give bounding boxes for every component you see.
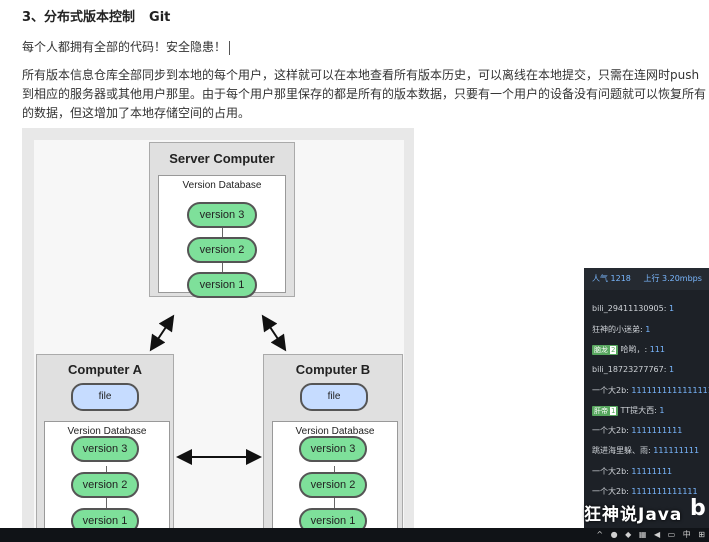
chat-text: 1 xyxy=(668,304,675,313)
diagram-canvas: Server Computer Version Database version… xyxy=(34,140,404,542)
computer-b-db-title: Version Database xyxy=(295,426,375,437)
chat-user: 狂神的小迷弟: xyxy=(592,325,643,335)
document: 3、分布式版本控制 Git 每个人都拥有全部的代码！安全隐患！ 所有版本信息仓库全… xyxy=(22,8,706,120)
text-caret xyxy=(229,40,231,55)
sync-arrows xyxy=(149,314,287,465)
medal-level: 1 xyxy=(610,406,617,415)
tray-volume-icon[interactable]: ◀ xyxy=(653,530,661,539)
bilibili-logo-icon: b xyxy=(690,496,706,521)
chat-user: 哈哟，: xyxy=(620,345,648,355)
chat-text: 1111111111 xyxy=(631,426,683,436)
medal-name: 肝帝 xyxy=(594,406,608,415)
computer-a-version-2: version 2 xyxy=(71,472,139,498)
chat-message: bili_18723277767: 1 xyxy=(592,365,709,385)
arrow-server-to-computer-a xyxy=(149,314,175,352)
computer-a: Computer A file Version Database version… xyxy=(36,354,174,542)
live-stats-bar: 人气 1218 上行 3.20mbps 畅 xyxy=(584,268,709,290)
chat-user: 跳进海里躲、雨: xyxy=(592,446,651,456)
tray-network-icon[interactable]: ▦ xyxy=(638,530,647,539)
tray-arrow-icon[interactable]: ^ xyxy=(596,530,604,539)
computer-a-version-database: Version Database version 3 version 2 ver… xyxy=(44,421,170,542)
chat-user: 一个大2b: xyxy=(592,486,629,496)
chat-message: 一个大2b: 11111111 xyxy=(592,466,709,486)
chat-message: 一个大2b: 1111111111 xyxy=(592,425,709,445)
chat-user: 一个大2b: xyxy=(592,385,629,395)
server-version-2: version 2 xyxy=(187,237,257,263)
live-chat-panel: 人气 1218 上行 3.20mbps 畅 bili_29411130905: … xyxy=(584,268,709,530)
server-version-database: Version Database version 3 version 2 ver… xyxy=(158,175,286,298)
server-db-title: Version Database xyxy=(182,180,262,191)
chat-user: bili_29411130905: xyxy=(592,304,667,313)
computer-a-db-title: Version Database xyxy=(67,426,147,437)
server-computer-title: Server Computer xyxy=(169,151,275,166)
tray-power-icon[interactable]: ▭ xyxy=(667,530,676,539)
paragraph-security-text: 每个人都拥有全部的代码！安全隐患！ xyxy=(22,40,227,54)
computer-a-version-connector xyxy=(106,466,107,536)
computer-b: Computer B file Version Database version… xyxy=(263,354,403,542)
chat-user: TT提大西: xyxy=(620,405,657,415)
tray-chat-icon[interactable]: ◆ xyxy=(625,530,632,539)
chat-text: 111 xyxy=(649,345,665,355)
system-tray: ^ ● ◆ ▦ ◀ ▭ 中 ⊞ xyxy=(591,528,705,542)
chat-user: 一个大2b: xyxy=(592,426,629,436)
tray-app-icon[interactable]: ● xyxy=(610,530,618,539)
heading-text: 3、分布式版本控制 xyxy=(22,10,136,25)
chat-text: 111111111 xyxy=(653,446,700,456)
computer-a-file: file xyxy=(71,383,139,411)
computer-b-version-3: version 3 xyxy=(299,436,367,462)
chat-text: 1 xyxy=(645,325,651,335)
computer-a-title: Computer A xyxy=(68,362,142,377)
computer-b-version-database: Version Database version 3 version 2 ver… xyxy=(272,421,398,542)
channel-watermark: 狂神说Java xyxy=(584,505,683,525)
chat-text: 1111111111111 xyxy=(631,486,698,496)
tray-ime-label[interactable]: 中 xyxy=(682,530,691,539)
medal-level: 2 xyxy=(610,346,617,355)
medal-name: 脑龙 xyxy=(594,346,608,355)
taskbar: ^ ● ◆ ▦ ◀ ▭ 中 ⊞ xyxy=(0,528,709,542)
computer-a-version-3: version 3 xyxy=(71,436,139,462)
chat-text: 1111111111111111111 xyxy=(631,385,709,395)
computer-b-file: file xyxy=(300,383,368,411)
distributed-vcs-diagram: Server Computer Version Database version… xyxy=(22,128,414,542)
tray-ime-mode-icon[interactable]: ⊞ xyxy=(698,530,705,539)
section-heading: 3、分布式版本控制 Git xyxy=(22,8,706,28)
upload-stat: 上行 3.20mbps xyxy=(643,274,702,283)
server-version-1: version 1 xyxy=(187,272,257,298)
server-computer: Server Computer Version Database version… xyxy=(149,142,295,298)
chat-message: 一个大2b: 1111111111111111111 xyxy=(592,385,709,405)
chat-message: 跳进海里躲、雨: 111111111 xyxy=(592,445,709,465)
computer-b-version-connector xyxy=(334,466,335,536)
chat-message: bili_29411130905: 1 xyxy=(592,304,709,324)
arrow-server-to-computer-b xyxy=(261,314,287,352)
computer-b-title: Computer B xyxy=(295,362,371,377)
chat-message: 一个大2b: 1111111111111 xyxy=(592,486,709,506)
popularity-stat: 人气 1218 xyxy=(592,274,631,283)
chat-text: 1 xyxy=(659,405,665,415)
chat-user: 一个大2b: xyxy=(592,466,629,476)
chat-message: 狂神的小迷弟: 1 xyxy=(592,324,709,344)
computer-b-version-2: version 2 xyxy=(299,472,367,498)
server-version-3: version 3 xyxy=(187,202,257,228)
paragraph-security[interactable]: 每个人都拥有全部的代码！安全隐患！ xyxy=(22,38,231,56)
heading-git: Git xyxy=(149,10,171,25)
chat-user: bili_18723277767: xyxy=(592,364,667,374)
paragraph-description[interactable]: 所有版本信息仓库全部同步到本地的每个用户，这样就可以在本地查看所有版本历史，可以… xyxy=(22,68,707,120)
chat-text: 1 xyxy=(668,364,675,374)
chat-text: 11111111 xyxy=(631,466,673,476)
